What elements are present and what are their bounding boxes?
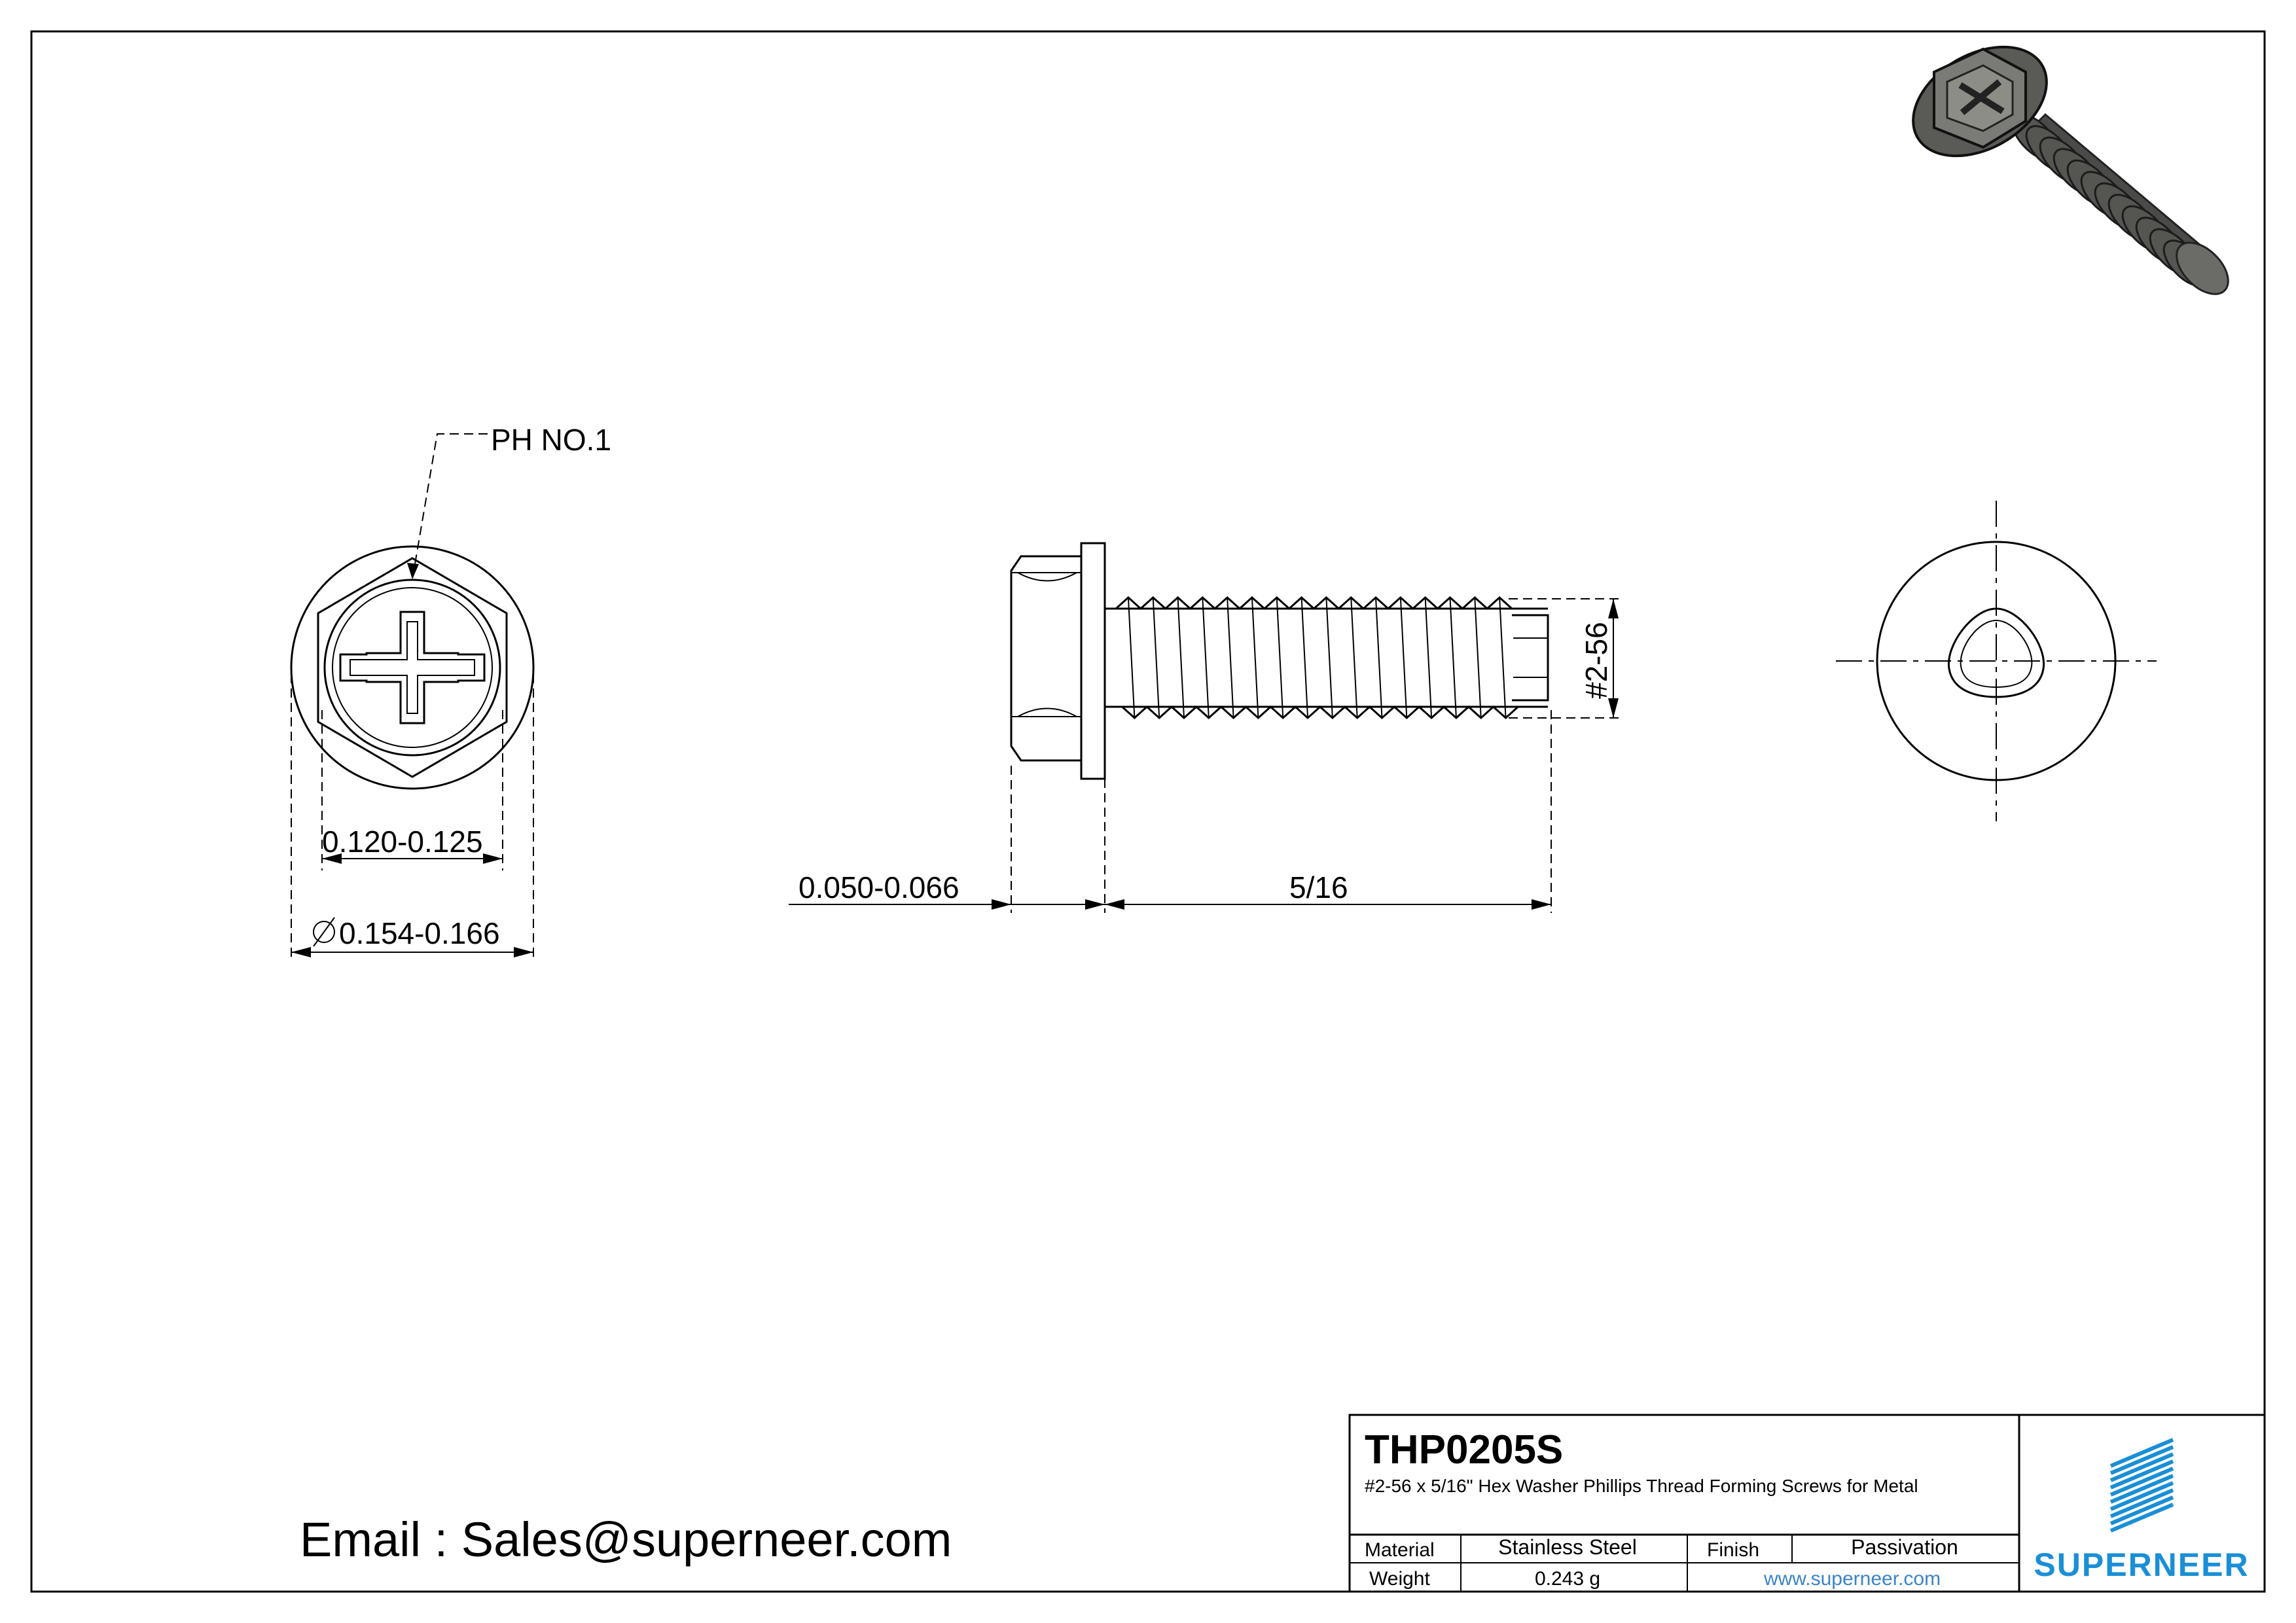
dim-arrow <box>1085 899 1105 910</box>
end-view <box>1836 501 2157 821</box>
dim-washer-thickness-label: 0.050-0.066 <box>798 870 960 904</box>
thread-crests-bottom <box>1106 705 1519 720</box>
thread-crests-top <box>1106 596 1513 611</box>
material-value: Stainless Steel <box>1498 1535 1637 1559</box>
thread-line <box>1424 597 1433 719</box>
thread-lines <box>1127 597 1507 719</box>
head-chamfer <box>1017 707 1077 717</box>
logo-stripe <box>2109 1481 2174 1511</box>
thread-line <box>1350 597 1358 719</box>
ph-callout-label: PH NO.1 <box>491 423 611 457</box>
material-label: Material <box>1365 1539 1435 1561</box>
isometric-screw-image <box>1912 45 2229 295</box>
washer-side <box>1080 542 1106 780</box>
trilobe-outline <box>1947 607 2045 698</box>
thread-line <box>1300 597 1309 719</box>
dim-across-flats-label: 0.120-0.125 <box>322 825 483 859</box>
superneer-logo-icon <box>2109 1438 2174 1533</box>
front-view: PH NO.1 0.120-0.125 0.154-0.166 <box>290 423 611 959</box>
thread-line <box>1127 597 1136 719</box>
side-view: #2-56 0.050-0.066 5/16 <box>789 542 1623 913</box>
part-number: THP0205S <box>1365 1427 1563 1472</box>
dim-washer-diameter-label: 0.154-0.166 <box>339 916 500 950</box>
logo-stripe <box>2109 1438 2174 1468</box>
dim-arrow <box>483 853 503 864</box>
phillips-cross-icon <box>339 611 486 724</box>
screw-tip <box>1512 614 1549 702</box>
thread-line <box>1227 597 1234 719</box>
thread-line <box>1399 597 1408 719</box>
head-recess-inner-circle <box>332 587 493 748</box>
dim-thread-label: #2-56 <box>1579 622 1613 699</box>
thread-line <box>1276 597 1284 719</box>
brand-name: SUPERNEER <box>2034 1546 2249 1583</box>
logo-stripe <box>2109 1459 2174 1489</box>
thread-line <box>1202 597 1210 719</box>
thread-line <box>1449 597 1457 719</box>
hex-head-side <box>1010 555 1083 762</box>
thread-line <box>1177 597 1185 719</box>
website-link[interactable]: www.superneer.com <box>1763 1568 1941 1590</box>
diameter-symbol-icon <box>313 917 335 947</box>
drawing-border <box>30 30 2266 1593</box>
logo-stripe <box>2109 1474 2174 1504</box>
dim-arrow <box>992 899 1011 910</box>
phillips-cross-inner <box>350 621 475 714</box>
thread-line <box>1325 597 1333 719</box>
end-outline-circle <box>1876 541 2117 781</box>
logo-stripe <box>2109 1503 2174 1533</box>
dim-arrow <box>291 947 311 957</box>
dim-arrow <box>1532 899 1551 910</box>
weight-label: Weight <box>1369 1568 1430 1590</box>
callout-leader <box>412 433 488 580</box>
dim-arrow <box>1608 698 1619 718</box>
logo-stripe <box>2109 1445 2174 1475</box>
thread-line <box>1474 597 1482 719</box>
title-block: THP0205S #2-56 x 5/16" Hex Washer Philli… <box>1348 1414 2266 1593</box>
finish-label: Finish <box>1707 1539 1759 1561</box>
logo-stripe <box>2109 1488 2174 1518</box>
thread-line <box>1251 597 1259 719</box>
thread-line <box>1499 597 1507 719</box>
dim-arrow <box>322 853 342 864</box>
thread-line <box>1152 597 1160 719</box>
title-block-frame <box>1348 1414 2266 1593</box>
thread-line <box>1375 597 1383 719</box>
hex-outline <box>317 557 508 778</box>
logo-stripe <box>2109 1452 2174 1482</box>
logo-stripe <box>2109 1495 2174 1525</box>
dim-arrow <box>514 947 533 957</box>
logo-stripe <box>2109 1467 2174 1497</box>
dim-arrow <box>1608 599 1619 618</box>
contact-email: Email : Sales@superneer.com <box>300 1512 952 1567</box>
part-description: #2-56 x 5/16" Hex Washer Phillips Thread… <box>1365 1476 1918 1496</box>
finish-value: Passivation <box>1851 1535 1958 1559</box>
washer-outline <box>290 545 535 790</box>
dim-length-label: 5/16 <box>1289 870 1348 904</box>
weight-value: 0.243 g <box>1535 1568 1600 1590</box>
head-recess-circle <box>323 579 501 757</box>
callout-arrow <box>407 563 419 579</box>
trilobe-inner <box>1960 619 2033 688</box>
head-chamfer <box>1017 572 1077 582</box>
dim-arrow <box>1105 899 1124 910</box>
